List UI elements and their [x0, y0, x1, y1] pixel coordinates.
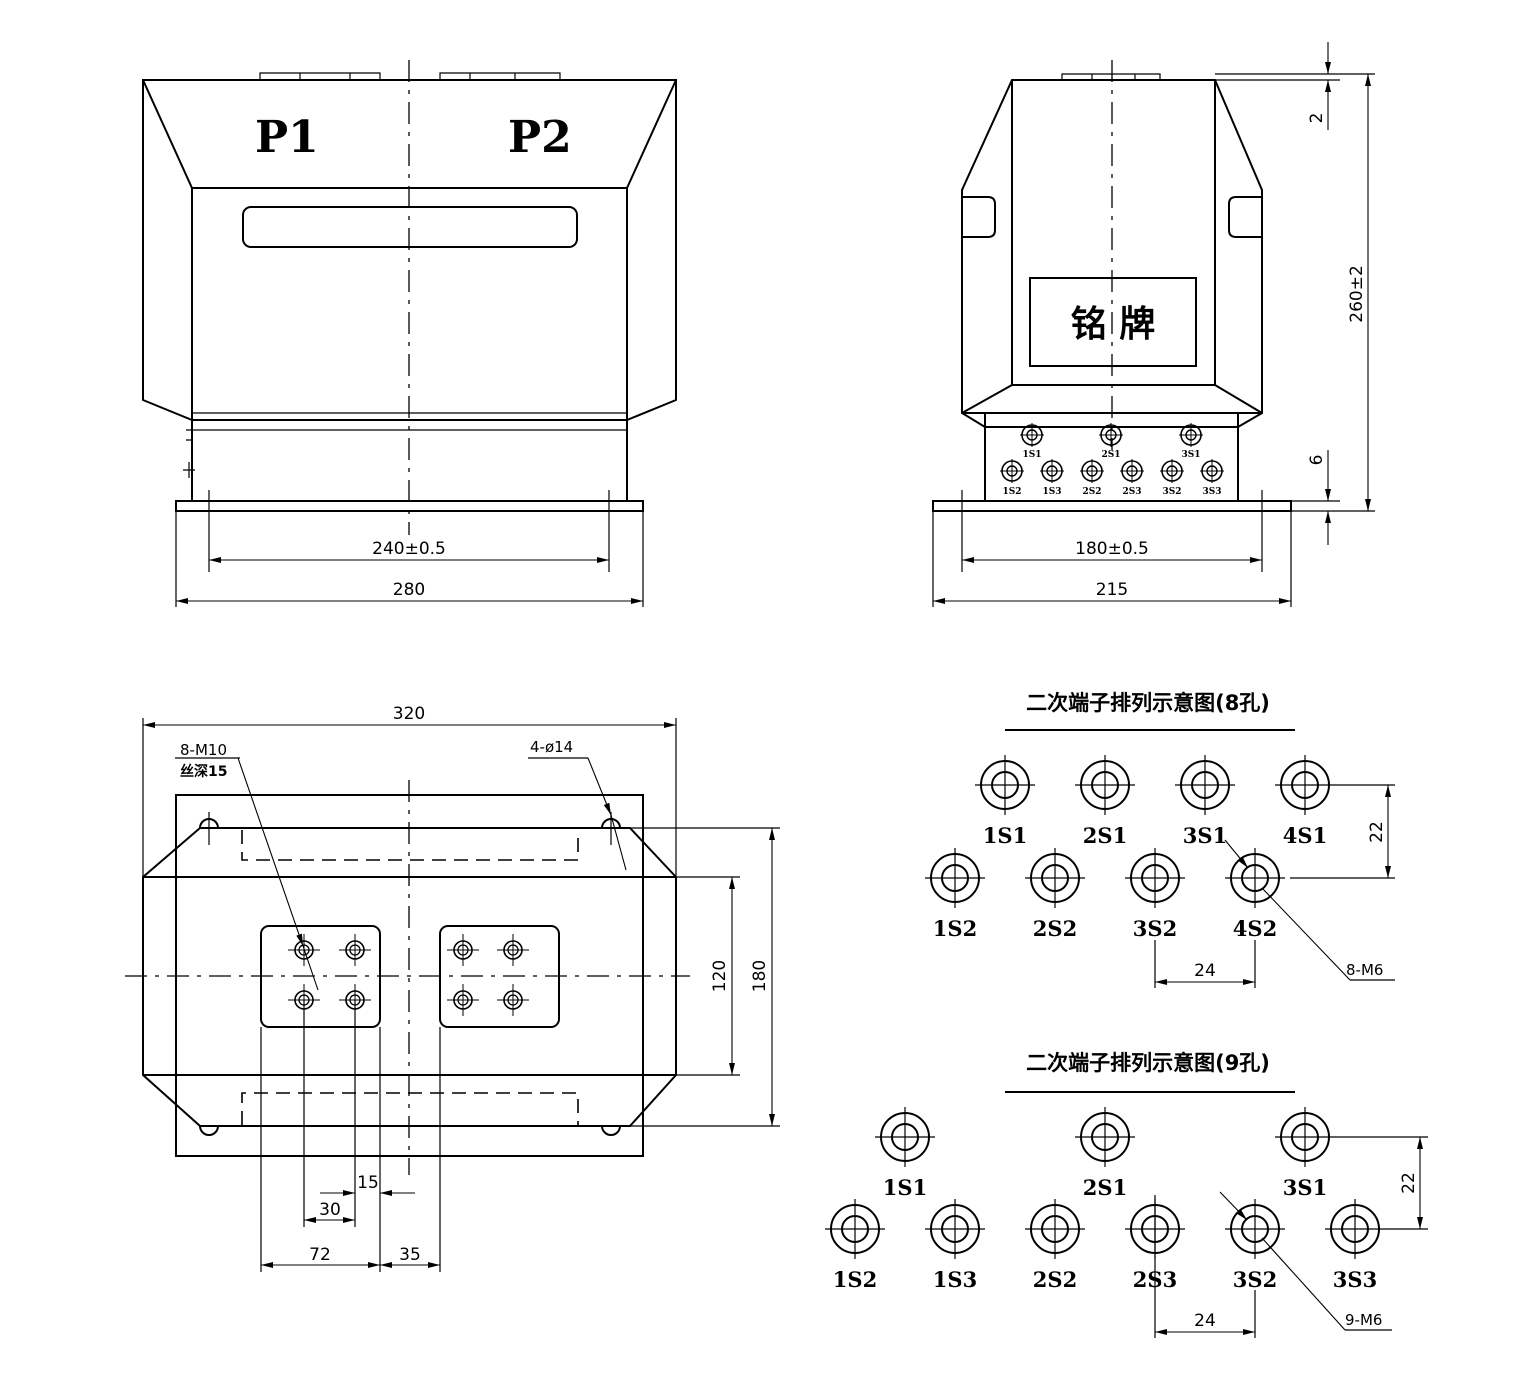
diagram-9-label: 2S2 — [1033, 1267, 1077, 1292]
diagram-8-label: 3S1 — [1183, 823, 1227, 848]
dim-240: 240±0.5 — [372, 539, 446, 559]
diagram-8-label: 2S2 — [1033, 916, 1077, 941]
side-terminal-label: 2S2 — [1082, 487, 1101, 497]
side-terminal-label: 1S3 — [1042, 487, 1061, 497]
diagram-8-label: 3S2 — [1133, 916, 1177, 941]
dim-260: 260±2 — [1347, 265, 1367, 323]
nameplate-label: 铭 牌 — [1071, 304, 1156, 345]
side-terminal-label: 1S2 — [1002, 487, 1021, 497]
diagram-9-label: 3S1 — [1283, 1175, 1327, 1200]
diagram-9-label: 1S3 — [933, 1267, 977, 1292]
dim-35: 35 — [399, 1245, 421, 1265]
dim-320: 320 — [393, 704, 425, 724]
diagram-8-label: 4S1 — [1283, 823, 1327, 848]
diagram-9-label: 1S1 — [883, 1175, 927, 1200]
dim-180-bottom: 180 — [750, 960, 770, 992]
diagram-9-label: 3S2 — [1233, 1267, 1277, 1292]
diagram-8-title: 二次端子排列示意图(8孔) — [1026, 691, 1270, 715]
front-view: P1 P2 240±0.5 280 — [142, 60, 677, 607]
dim-72: 72 — [309, 1245, 331, 1265]
diagram-9-label: 1S2 — [833, 1267, 877, 1292]
side-terminal-label: 2S1 — [1101, 450, 1120, 460]
dim-15: 15 — [357, 1173, 379, 1193]
note-bolts: 8-M10 — [180, 741, 227, 759]
diagram-8-label: 1S2 — [933, 916, 977, 941]
dim-30: 30 — [319, 1200, 341, 1220]
dim-2: 2 — [1307, 113, 1327, 124]
diagram-9-label: 2S1 — [1083, 1175, 1127, 1200]
dim-120: 120 — [710, 960, 730, 992]
label-p2: P2 — [508, 112, 572, 163]
label-p1: P1 — [255, 112, 319, 163]
diagram-8-dim-24: 24 — [1194, 961, 1216, 981]
dim-180: 180±0.5 — [1075, 539, 1149, 559]
diagram-9-dim-24: 24 — [1194, 1311, 1216, 1331]
note-holes: 4-ø14 — [530, 738, 573, 756]
diagram-8-label: 2S1 — [1083, 823, 1127, 848]
diagram-9-note: 9-M6 — [1345, 1311, 1382, 1329]
terminal-diagram-9: 二次端子排列示意图(9孔) 1S1 2S1 3S1 1S2 1S3 2S2 2S… — [825, 1051, 1428, 1338]
side-terminal-label: 3S1 — [1181, 450, 1200, 460]
diagram-8-dim-22: 22 — [1367, 821, 1387, 843]
diagram-8-label: 1S1 — [983, 823, 1027, 848]
diagram-9-label: 3S3 — [1333, 1267, 1377, 1292]
diagram-8-label: 4S2 — [1233, 916, 1277, 941]
diagram-9-title: 二次端子排列示意图(9孔) — [1026, 1051, 1270, 1075]
dim-280: 280 — [393, 580, 425, 600]
note-depth: 丝深15 — [180, 763, 227, 780]
terminal-diagram-8: 二次端子排列示意图(8孔) 1S1 2S1 3S1 4S1 1S2 2S2 3S… — [925, 691, 1395, 988]
dim-215: 215 — [1096, 580, 1128, 600]
bottom-view: 320 8-M10 丝深15 4-ø14 120 180 15 30 72 35 — [125, 704, 780, 1272]
side-terminal-label: 1S1 — [1022, 450, 1041, 460]
diagram-8-note: 8-M6 — [1346, 961, 1383, 979]
side-terminal-label: 3S3 — [1202, 487, 1221, 497]
side-view: 1S1 2S1 3S1 1S2 1S3 2S2 2S3 3S2 3S3 铭 牌 … — [932, 42, 1375, 607]
diagram-9-dim-22: 22 — [1399, 1172, 1419, 1194]
side-terminal-label: 2S3 — [1122, 487, 1141, 497]
side-terminal-label: 3S2 — [1162, 487, 1181, 497]
dim-6: 6 — [1307, 455, 1327, 466]
